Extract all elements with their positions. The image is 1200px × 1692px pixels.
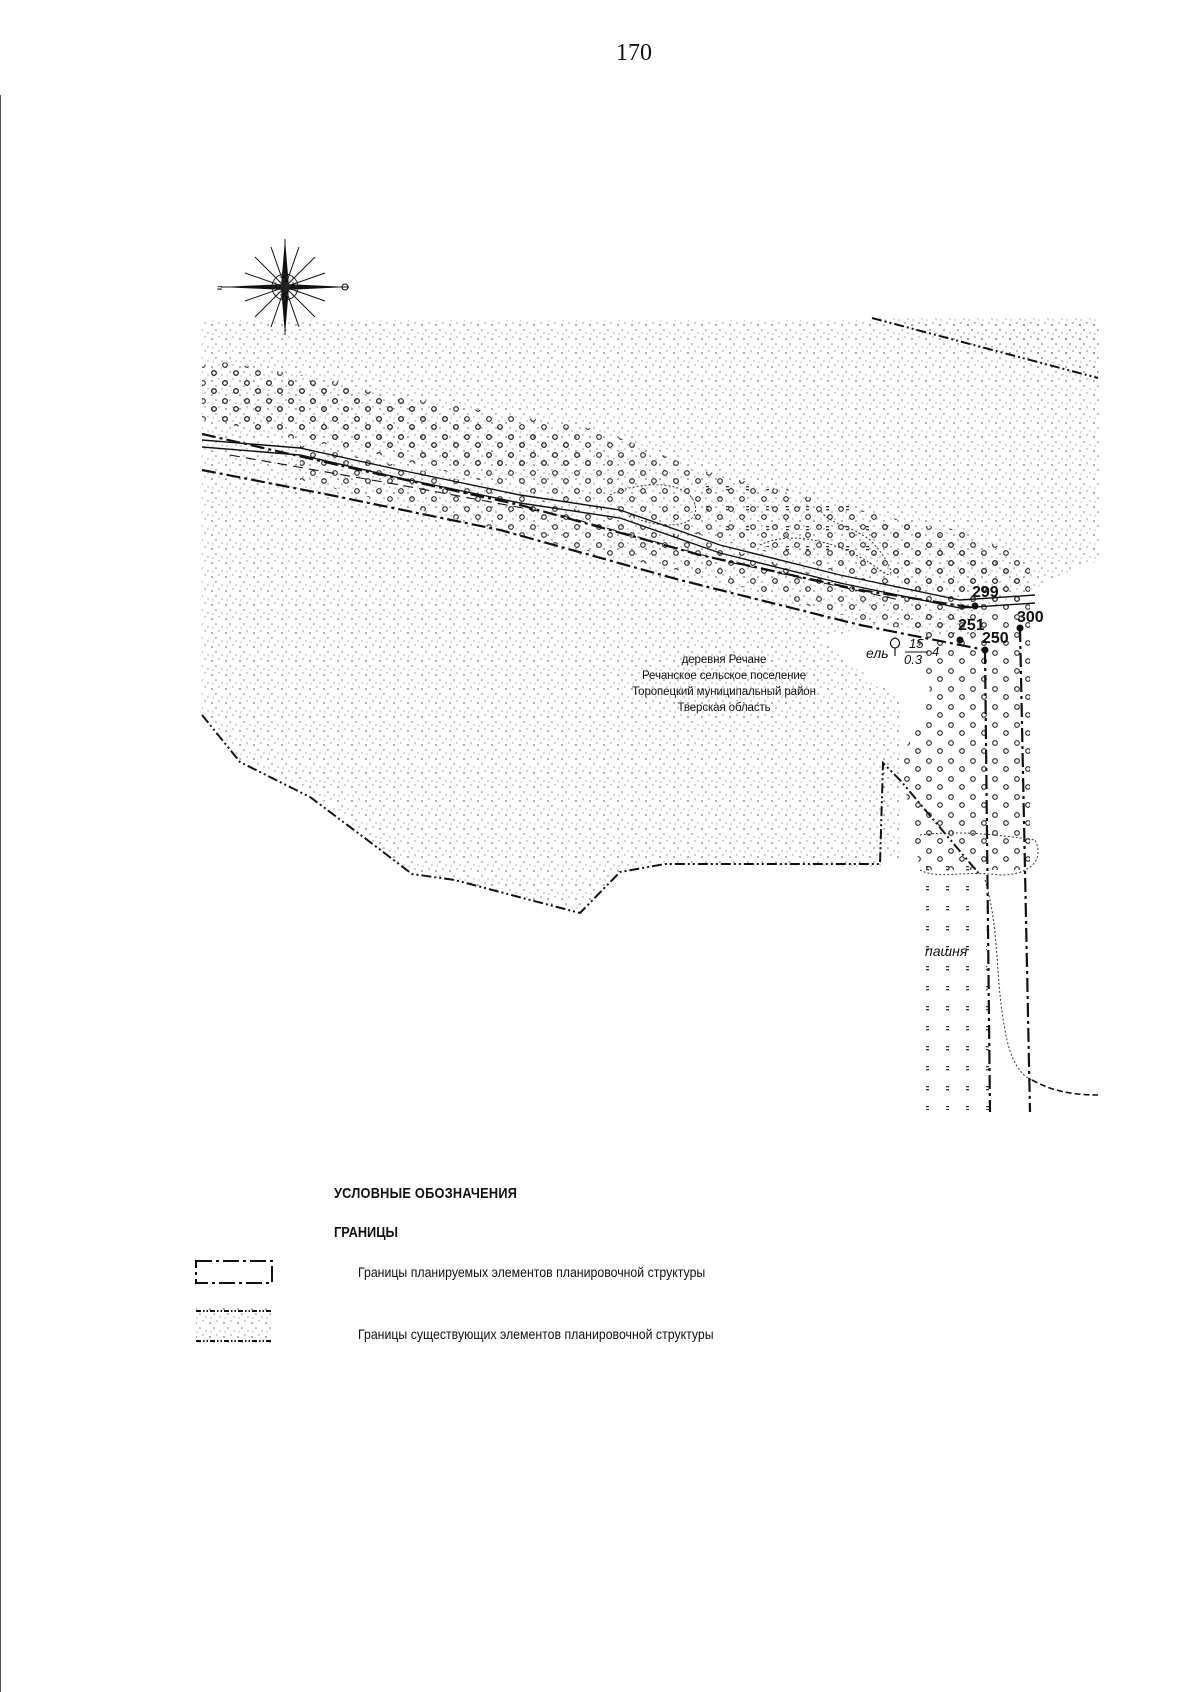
planned-boundary-east-outer	[1018, 627, 1032, 1113]
field-label: пашня	[925, 943, 968, 959]
survey-point-250	[981, 646, 989, 654]
point-label-250: 250	[982, 630, 1009, 647]
tree-species: ель	[866, 645, 889, 661]
top-right-stipple	[872, 318, 1098, 375]
existing-boundary-symbol	[196, 1308, 272, 1344]
planned-boundary-symbol	[195, 1260, 273, 1284]
tree-icon	[889, 637, 901, 656]
settlement-stipple-area	[202, 320, 1100, 912]
top-right-boundary-line	[871, 317, 1099, 379]
contour-east	[759, 509, 892, 576]
field-area-north	[700, 480, 880, 560]
settlement-rural-settlement: Речанское сельское поселение	[641, 670, 807, 682]
tree-annotation: ель 15 0.3 4	[866, 636, 939, 667]
survey-point-251	[956, 636, 964, 644]
planned-boundary-east-inner	[983, 649, 992, 1113]
compass-west-mark: ≡	[217, 283, 222, 293]
compass-rose-icon: ≡	[217, 239, 349, 335]
survey-points	[956, 602, 1024, 654]
settlement-name: деревня Речане	[681, 654, 767, 666]
tree-extra: 4	[932, 644, 939, 659]
tree-denominator: 0.3	[904, 652, 923, 667]
map: ≡ 299 300 251 250 ель 15 0.3 4 пашня	[201, 239, 1100, 1113]
shrub-zone-north-2	[210, 360, 600, 470]
road-line-b	[201, 446, 1036, 609]
survey-point-299	[971, 602, 979, 610]
road-dashed-edge	[229, 454, 901, 601]
settlement-region: Тверская область	[677, 702, 771, 714]
settlement-district: Торопецкий муниципальный район	[632, 686, 816, 698]
shrub-zone-east	[880, 520, 1030, 870]
legend-item-existing-label: Границы существующих элементов планирово…	[358, 1326, 714, 1342]
road-line-a	[201, 439, 1036, 601]
contour-stream	[984, 879, 1033, 1081]
legend-subtitle: ГРАНИЦЫ	[334, 1224, 398, 1241]
page-number: 170	[616, 40, 652, 66]
point-label-299: 299	[972, 584, 999, 601]
tree-numerator: 15	[909, 636, 924, 651]
contour-field	[919, 832, 1039, 876]
point-label-300: 300	[1017, 609, 1044, 626]
existing-boundary-line	[201, 714, 981, 915]
field-area	[920, 860, 990, 1110]
stream-line	[1031, 1079, 1099, 1096]
legend-item-planned-label: Границы планируемых элементов планировоч…	[358, 1264, 706, 1280]
survey-point-300	[1016, 624, 1024, 632]
legend-title: УСЛОВНЫЕ ОБОЗНАЧЕНИЯ	[334, 1185, 518, 1202]
settlement-label: деревня Речане Речанское сельское поселе…	[604, 652, 844, 716]
page-edge-rule	[0, 95, 1, 1692]
point-label-251: 251	[958, 617, 985, 634]
planned-boundary-south	[201, 468, 986, 652]
planned-boundary-north	[201, 432, 976, 610]
